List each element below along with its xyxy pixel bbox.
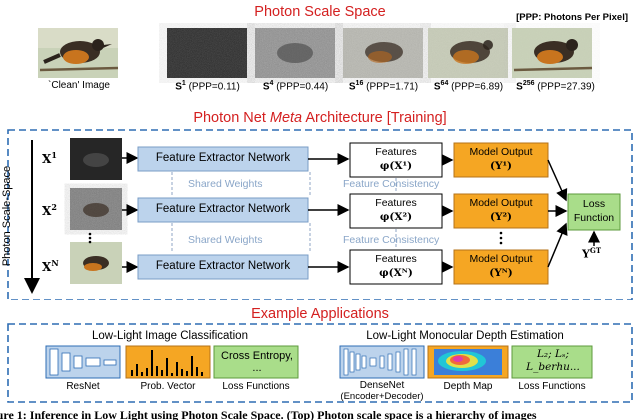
- input-label-xn: XN: [42, 258, 59, 274]
- sample-label-s4: S4 (PPP=0.44): [262, 80, 329, 93]
- noisy-sample-s1: [167, 28, 247, 78]
- noisy-sample-s4: [255, 28, 335, 78]
- output-label-2: Model Output(Y²): [469, 197, 533, 223]
- loss-function-box: [567, 193, 621, 231]
- architecture-frame: [7, 129, 633, 300]
- classification-loss-box: [213, 345, 299, 379]
- scale-space-thumbnails: [38, 28, 593, 78]
- sample-label-s256: S256 (PPP=27.39): [516, 80, 595, 93]
- depth-map-label: Depth Map: [443, 381, 493, 392]
- output-box-n: [453, 249, 549, 285]
- architecture-diagram: [7, 129, 633, 300]
- output-label-n: Model Output(Yᴺ): [469, 253, 533, 279]
- shared-weights-label-1: Shared Weights: [188, 178, 263, 190]
- densenet-label: DenseNet: [359, 380, 405, 391]
- depth-title: Low-Light Monocular Depth Estimation: [366, 330, 564, 342]
- classification-loss-label: Loss Functions: [222, 381, 290, 392]
- depth-loss-text: L₂; Lₛ;L_berhu...: [526, 348, 580, 373]
- classification-loss-text: Cross Entropy, ...: [221, 350, 293, 374]
- depth-map-image: [427, 345, 509, 379]
- loss-function-label: Loss Function: [573, 198, 615, 224]
- extractor-box-n: [137, 254, 309, 280]
- extractor-label-n: Feature Extractor Network: [155, 260, 291, 272]
- classification-title: Low-Light Image Classification: [92, 330, 248, 342]
- noisy-sample-s64: [428, 28, 508, 78]
- scale-space-title: Photon Scale Space: [254, 4, 386, 20]
- densenet-icon: [339, 345, 425, 379]
- features-box-2: [349, 193, 443, 229]
- prob-vector-label: Prob. Vector: [140, 381, 196, 392]
- sample-label-s64: S64 (PPP=6.89): [433, 80, 504, 93]
- input-image-x1: [70, 138, 122, 180]
- ppp-note: [PPP: Photons Per Pixel]: [516, 12, 628, 23]
- resnet-label: ResNet: [66, 381, 100, 392]
- prob-vector-chart: [125, 345, 211, 379]
- extractor-box-1: [137, 146, 309, 172]
- output-box-1: [453, 142, 549, 178]
- sample-label-s1: S1 (PPP=0.11): [175, 80, 240, 93]
- depth-loss-label: Loss Functions: [518, 381, 586, 392]
- input-label-x2: X2: [42, 202, 57, 218]
- resnet-icon: [45, 345, 121, 379]
- clean-bird-image: [38, 28, 119, 78]
- applications-title: Example Applications: [251, 306, 389, 322]
- ground-truth-label: YGT: [582, 246, 602, 261]
- feature-consistency-label-2: Feature Consistency: [343, 234, 440, 246]
- sample-label-s16: S16 (PPP=1.71): [348, 80, 419, 93]
- extractor-box-2: [137, 197, 309, 223]
- output-box-2: [453, 193, 549, 229]
- extractor-label-1: Feature Extractor Network: [155, 152, 291, 164]
- figure-caption: Figure 1: Inference in Low Light using P…: [0, 408, 537, 420]
- output-label-1: Model Output(Y¹): [469, 146, 533, 172]
- feature-consistency-label-1: Feature Consistency: [343, 178, 440, 190]
- extractor-label-2: Feature Extractor Network: [155, 203, 291, 215]
- clean-image-label: `Clean' Image: [48, 80, 110, 91]
- features-box-1: [349, 142, 443, 178]
- architecture-title: Photon Net Meta Architecture [Training]: [193, 110, 447, 126]
- noisy-sample-s16: [343, 28, 423, 78]
- applications-frame: [7, 323, 633, 403]
- input-image-xn: [70, 242, 122, 284]
- depth-loss-box: [511, 345, 593, 379]
- noisy-sample-s256: [512, 28, 593, 78]
- input-image-x2: [70, 188, 122, 230]
- shared-weights-label-2: Shared Weights: [188, 234, 263, 246]
- input-label-x1: X1: [42, 150, 57, 166]
- densenet-sublabel: (Encoder+Decoder): [340, 391, 424, 402]
